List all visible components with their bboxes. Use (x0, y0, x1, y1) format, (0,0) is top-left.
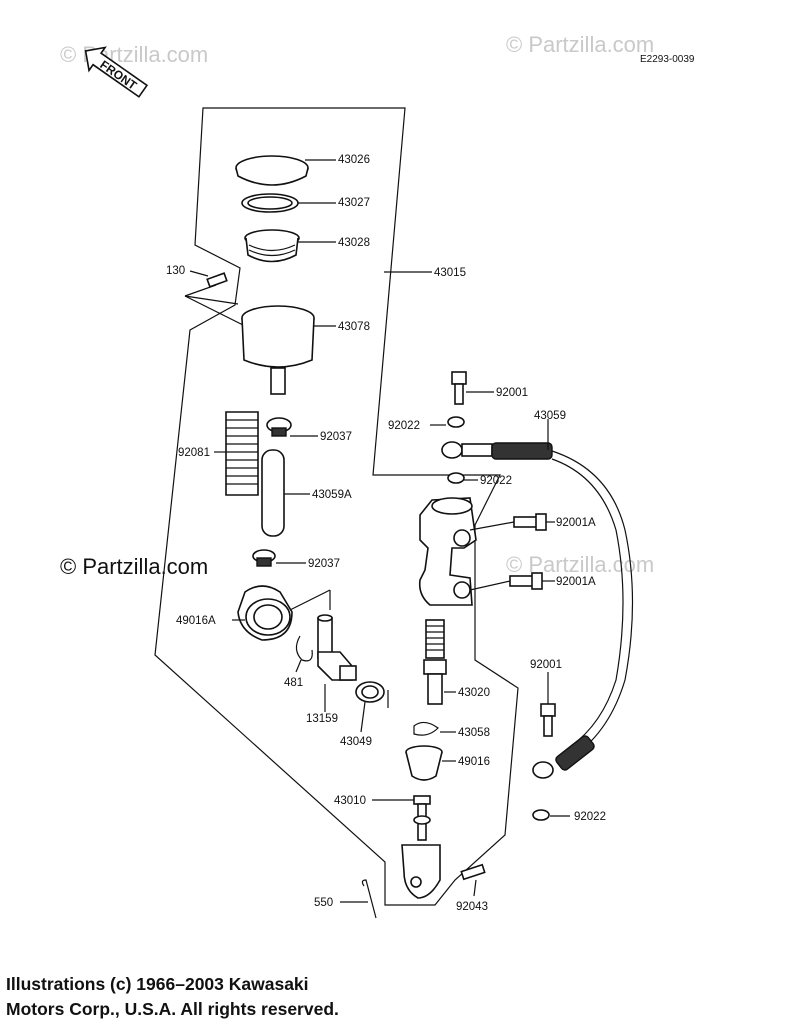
label-92022-b: 92022 (480, 475, 512, 487)
cotter-pin-550 (340, 879, 377, 919)
diaphragm (244, 229, 336, 263)
washer-92022-a (430, 416, 465, 428)
stopper-43058 (413, 721, 456, 736)
clamp-92037-top (266, 417, 318, 437)
label-43027: 43027 (338, 197, 370, 209)
assembly-outline (154, 107, 519, 906)
push-rod-43010 (372, 795, 431, 841)
bolt-92001A-bottom (469, 572, 555, 591)
label-130: 130 (166, 265, 185, 277)
label-43026: 43026 (338, 154, 370, 166)
copyright-line-2: Motors Corp., U.S.A. All rights reserved… (6, 999, 339, 1019)
brake-hose-43059 (441, 419, 634, 779)
circlip-481 (295, 635, 313, 673)
watermark-top-right: © Partzilla.com (506, 32, 654, 57)
diagram-code: E2293-0039 (640, 54, 695, 65)
label-43049: 43049 (340, 736, 372, 748)
watermark-mid-right: © Partzilla.com (506, 552, 654, 577)
label-43078: 43078 (338, 321, 370, 333)
boot-92081 (214, 411, 259, 496)
label-92081: 92081 (178, 447, 210, 459)
label-43059A: 43059A (312, 489, 352, 501)
copyright-notice: Illustrations (c) 1966–2003 Kawasaki Mot… (6, 972, 706, 1022)
label-13159: 13159 (306, 713, 338, 725)
master-cylinder-body (418, 497, 477, 606)
reservoir-cap (235, 155, 336, 186)
seal-43049 (355, 681, 389, 733)
banjo-bolt-92001-bottom (540, 672, 556, 737)
label-92001-bottom: 92001 (530, 659, 562, 671)
label-43020: 43020 (458, 687, 490, 699)
label-43059: 43059 (534, 410, 566, 422)
label-92001A-top: 92001A (556, 517, 596, 529)
copyright-line-1: Illustrations (c) 1966–2003 Kawasaki (6, 974, 309, 994)
hose-43059A (261, 449, 310, 537)
label-43058: 43058 (458, 727, 490, 739)
banjo-bolt-92001-top (451, 371, 494, 405)
boot-49016 (405, 745, 456, 781)
label-92001-top: 92001 (496, 387, 528, 399)
label-43028: 43028 (338, 237, 370, 249)
label-481: 481 (284, 677, 303, 689)
watermark-top-left: © Partzilla.com (60, 42, 208, 67)
reservoir (241, 305, 336, 395)
washer-92022-c (532, 809, 570, 821)
label-92022-c: 92022 (574, 811, 606, 823)
label-49016A: 49016A (176, 615, 216, 627)
label-49016: 49016 (458, 756, 490, 768)
watermark-mid-left: © Partzilla.com (60, 554, 208, 579)
label-43015: 43015 (434, 267, 466, 279)
piston-43020 (423, 619, 456, 705)
clevis (401, 844, 441, 899)
elbow-49016A (232, 585, 331, 641)
pin-92043 (460, 863, 486, 897)
label-92001A-bottom: 92001A (556, 576, 596, 588)
screw-130 (184, 270, 244, 326)
clamp-92037-bottom (252, 549, 306, 567)
label-550: 550 (314, 897, 333, 909)
label-43010: 43010 (334, 795, 366, 807)
label-92037-top: 92037 (320, 431, 352, 443)
fitting-13159 (317, 614, 357, 712)
diaphragm-plate (241, 193, 336, 213)
label-92043: 92043 (456, 901, 488, 913)
washer-92022-b (447, 472, 478, 484)
bolt-92001A-top (469, 513, 555, 531)
label-92022-a: 92022 (388, 420, 420, 432)
label-92037-bottom: 92037 (308, 558, 340, 570)
